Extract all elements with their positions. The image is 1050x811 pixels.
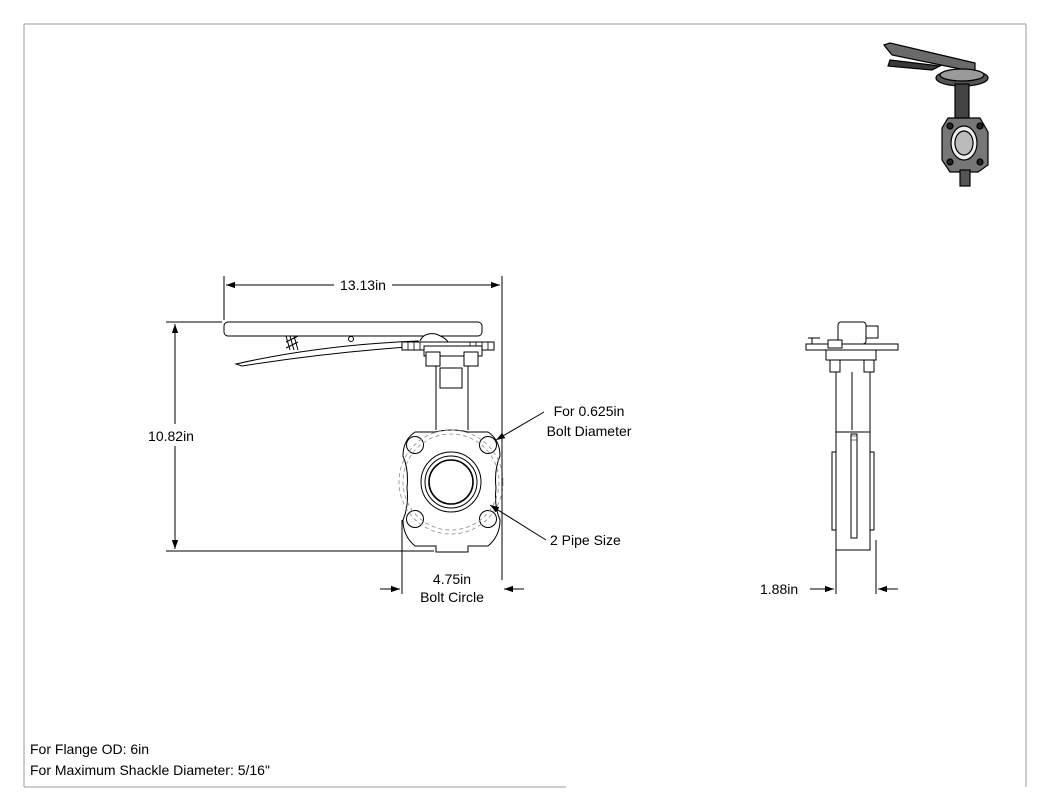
sheet-frame	[23, 23, 1027, 788]
bolt-circle-value: 4.75in	[433, 571, 471, 587]
pipe-size-leader	[489, 504, 547, 541]
body-width-label: 1.88in	[760, 581, 798, 597]
flange-od-hidden-lines	[398, 429, 504, 535]
overall-height-dimension	[166, 321, 434, 552]
front-view	[223, 321, 501, 553]
max-shackle-note: For Maximum Shackle Diameter: 5/16"	[30, 762, 270, 778]
overall-width-label: 13.13in	[340, 277, 386, 293]
bolt-diameter-label-line2: Bolt Diameter	[547, 423, 632, 439]
overall-height-label: 10.82in	[148, 428, 194, 444]
overall-width-dimension	[223, 276, 503, 580]
bolt-circle-label: Bolt Circle	[420, 589, 484, 605]
bolt-diameter-label-line1: For 0.625in	[554, 403, 625, 419]
flange-od-note: For Flange OD: 6in	[30, 741, 150, 757]
bolt-circle-dimension	[380, 520, 524, 594]
pipe-size-label: 2 Pipe Size	[550, 532, 621, 548]
bolt-diameter-leader	[495, 411, 545, 441]
isometric-valve-view	[882, 42, 989, 187]
side-view	[805, 321, 899, 594]
